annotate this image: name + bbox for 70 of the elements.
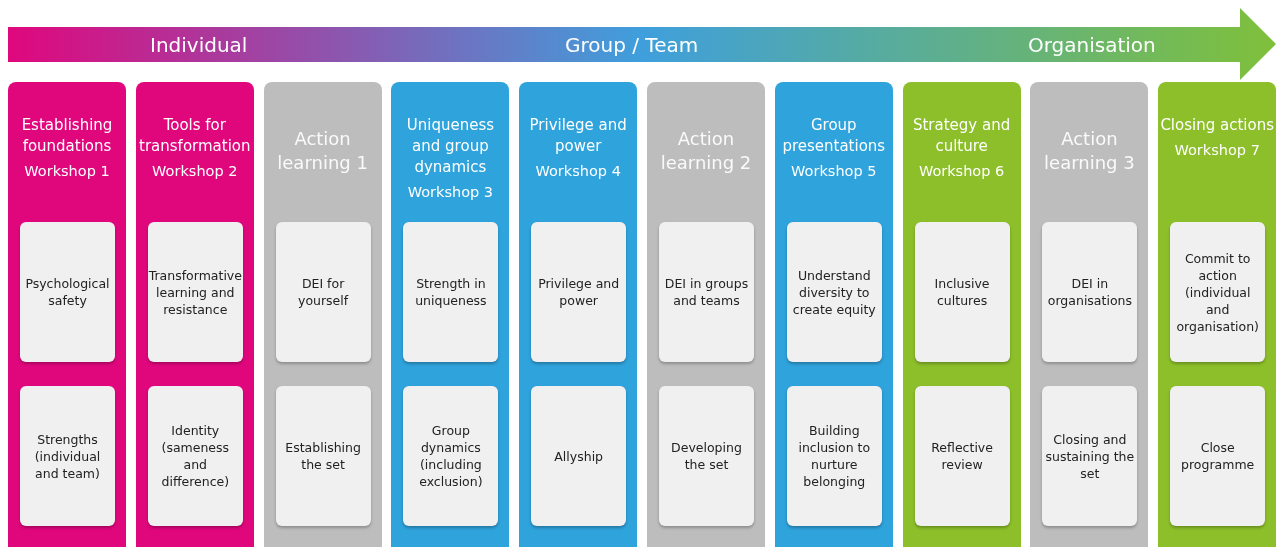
- phase-title: Action learning 2: [659, 127, 753, 175]
- topic-text: Strengths (individual and team): [33, 430, 102, 482]
- topic-text: Inclusive cultures: [933, 275, 991, 309]
- phase-title: Action learning 1: [276, 127, 369, 175]
- topic-text: Group dynamics (including exclusion): [418, 422, 484, 490]
- topic-text: Allyship: [553, 447, 605, 465]
- topic-text: Developing the set: [670, 439, 743, 473]
- workshop-label: Workshop 3: [406, 184, 495, 200]
- topic-card: [147, 386, 243, 526]
- phase-column: [774, 82, 893, 547]
- topic-card: [403, 222, 499, 362]
- topic-card: [914, 386, 1010, 526]
- topic-card: [20, 386, 115, 526]
- topic-card: [1042, 222, 1138, 362]
- topic-card: [531, 386, 627, 526]
- phase-title: Privilege and power: [528, 115, 628, 157]
- topic-card: [531, 222, 627, 362]
- topic-text: Close programme: [1180, 439, 1256, 473]
- phase-column: [1158, 82, 1277, 547]
- topic-card: [1170, 386, 1266, 526]
- workshop-label: Workshop 6: [917, 163, 1006, 179]
- phase-title: Tools for transformation: [138, 115, 252, 157]
- topic-text: DEI for yourself: [297, 275, 350, 309]
- workshop-label: Workshop 5: [790, 163, 878, 179]
- topic-card: [659, 386, 754, 526]
- topic-card: [275, 386, 371, 526]
- phase-title: Strategy and culture: [911, 115, 1012, 157]
- topic-card: [1042, 386, 1138, 526]
- topic-text: Transformative learning and resistance: [147, 266, 243, 318]
- topic-text: Commit to action (individual and organisation): [1175, 249, 1260, 335]
- phase-column: [263, 82, 382, 547]
- phase-column: [135, 82, 254, 547]
- topic-text: Closing and sustaining the set: [1044, 430, 1136, 482]
- phase-column: [8, 82, 126, 547]
- topic-text: Understand diversity to create equity: [791, 266, 877, 318]
- phase-column: [391, 82, 510, 547]
- stage-label: Group / Team: [565, 33, 699, 57]
- topic-card: [786, 386, 882, 526]
- topic-card: [1170, 222, 1266, 362]
- topic-card: [275, 222, 371, 362]
- phase-title: Action learning 3: [1043, 127, 1136, 175]
- topic-card: [147, 222, 243, 362]
- topic-card: [659, 222, 754, 362]
- phase-column: [519, 82, 638, 547]
- topic-card: [914, 222, 1010, 362]
- topic-text: DEI in groups and teams: [663, 275, 750, 309]
- topic-text: DEI in organisations: [1046, 275, 1133, 309]
- workshop-label: Workshop 2: [151, 163, 239, 179]
- phase-column: [647, 82, 765, 547]
- topic-text: Privilege and power: [537, 275, 621, 309]
- phase-title: Group presentations: [781, 115, 887, 157]
- topic-text: Reflective review: [930, 439, 994, 473]
- topic-text: Psychological safety: [24, 275, 111, 309]
- topic-text: Strength in uniqueness: [414, 275, 488, 309]
- topic-card: [20, 222, 115, 362]
- phase-column: [902, 82, 1021, 547]
- phase-column: [1030, 82, 1149, 547]
- workshop-label: Workshop 7: [1173, 142, 1261, 158]
- stage-label: Organisation: [1028, 33, 1156, 57]
- workshop-label: Workshop 1: [23, 163, 111, 179]
- stage-label: Individual: [150, 33, 248, 57]
- topic-text: Building inclusion to nurture belonging: [797, 422, 872, 490]
- workshop-label: Workshop 4: [534, 163, 622, 179]
- topic-card: [786, 222, 882, 362]
- topic-text: Establishing the set: [284, 439, 362, 473]
- topic-card: [403, 386, 499, 526]
- topic-text: Identity (sameness and difference): [160, 422, 231, 490]
- phase-title: Uniqueness and group dynamics: [405, 115, 496, 178]
- phase-title: Establishing foundations: [20, 115, 114, 157]
- phase-title: Closing actions: [1160, 115, 1275, 136]
